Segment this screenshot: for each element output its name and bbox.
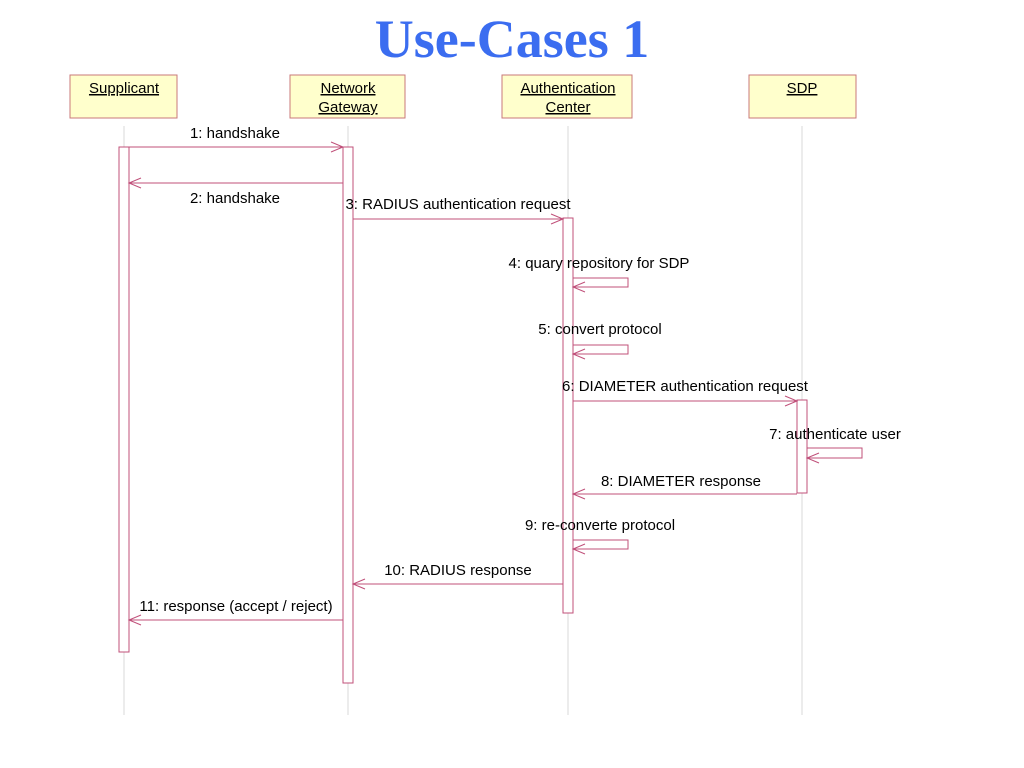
- self-message-7: [807, 447, 863, 459]
- message-label-1: 1: handshake: [190, 125, 280, 142]
- actor-label-supplicant: Supplicant: [89, 80, 160, 97]
- actor-label-sdp: SDP: [787, 80, 818, 97]
- self-message-5: [573, 344, 629, 355]
- arrowhead-6: [784, 395, 799, 407]
- self-message-4: [573, 277, 629, 288]
- self-message-9: [573, 539, 629, 550]
- activation-bar-gateway: [342, 146, 354, 684]
- activation-bar-auth: [562, 217, 574, 614]
- message-label-11: 11: response (accept / reject): [139, 598, 332, 615]
- arrowhead-4: [571, 281, 586, 293]
- message-label-9: 9: re-converte protocol: [525, 517, 675, 534]
- activation-bar-sdp: [796, 399, 808, 494]
- actor-box-auth: [501, 74, 633, 119]
- arrowhead-5: [571, 348, 586, 360]
- message-label-10: 10: RADIUS response: [384, 562, 532, 579]
- arrowhead-8: [571, 488, 586, 500]
- arrowhead-10: [351, 578, 366, 590]
- arrowhead-11: [127, 614, 142, 626]
- actor-label-gateway: Network: [320, 80, 376, 97]
- actor-label-gateway: Gateway: [318, 99, 378, 116]
- actor-box-gateway: [289, 74, 406, 119]
- message-label-6: 6: DIAMETER authentication request: [562, 378, 809, 395]
- actor-label-auth: Authentication: [520, 80, 615, 97]
- slide-title: Use-Cases 1: [374, 9, 650, 69]
- arrowhead-1: [330, 141, 345, 153]
- message-label-5: 5: convert protocol: [538, 321, 661, 338]
- message-label-4: 4: quary repository for SDP: [509, 255, 690, 272]
- actor-box-sdp: [748, 74, 857, 119]
- message-label-3: 3: RADIUS authentication request: [345, 196, 571, 213]
- message-label-7: 7: authenticate user: [769, 426, 901, 443]
- arrowhead-9: [571, 543, 586, 555]
- actor-label-auth: Center: [545, 99, 590, 116]
- arrowhead-3: [550, 213, 565, 225]
- message-label-8: 8: DIAMETER response: [601, 473, 761, 490]
- arrowhead-7: [805, 452, 820, 464]
- activation-bar-supplicant: [118, 146, 130, 653]
- message-label-2: 2: handshake: [190, 190, 280, 207]
- actor-box-supplicant: [69, 74, 178, 119]
- arrowhead-2: [127, 177, 142, 189]
